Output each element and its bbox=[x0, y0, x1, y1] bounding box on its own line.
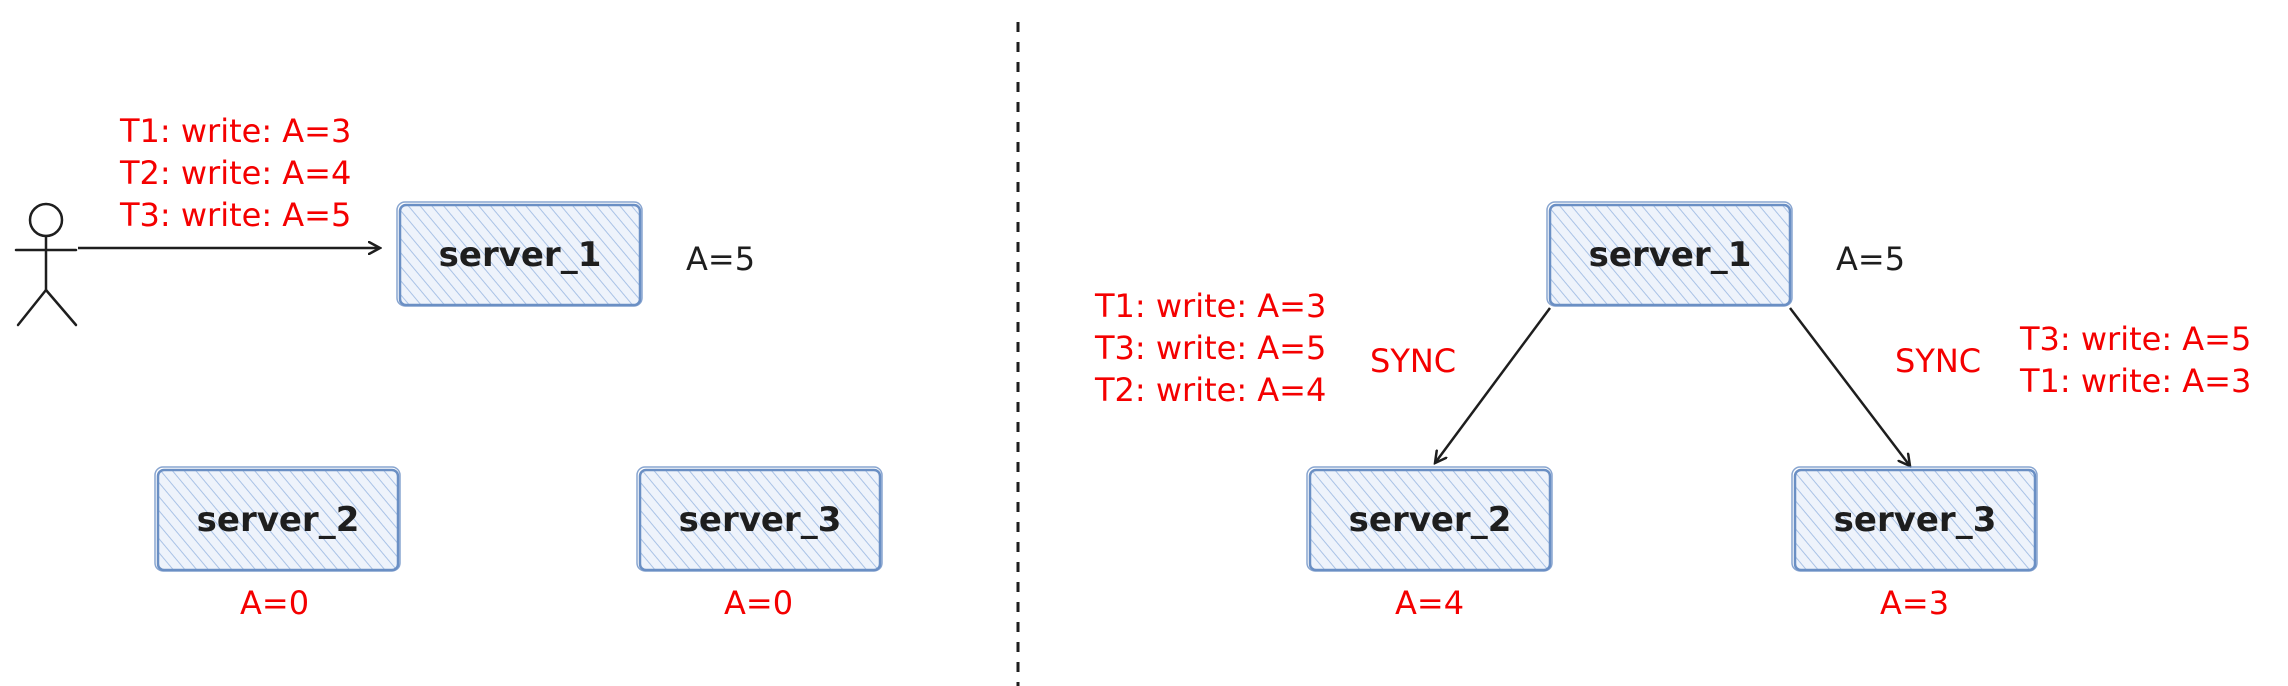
right-server-3-value: A=3 bbox=[1880, 584, 1950, 622]
left-server-3-box bbox=[638, 468, 882, 572]
left-server-1-box bbox=[398, 203, 642, 307]
right-server-3: server_3 bbox=[1833, 500, 1997, 540]
sync-label-right: SYNC bbox=[1895, 342, 1982, 380]
sync-arrow-right bbox=[1789, 307, 1910, 466]
right-server-2-value: A=4 bbox=[1395, 584, 1465, 622]
left-write-1: T1: write: A=3 bbox=[120, 112, 352, 150]
right-server-1-box bbox=[1548, 203, 1792, 307]
right-server-1: server_1 bbox=[1588, 235, 1752, 275]
left-server-2-value: A=0 bbox=[240, 584, 310, 622]
left-write-2: T2: write: A=4 bbox=[120, 154, 352, 192]
left-server-3: server_3 bbox=[678, 500, 842, 540]
sync-arrow-left bbox=[1435, 307, 1552, 463]
left-server-1-value: A=5 bbox=[686, 240, 756, 278]
user-icon bbox=[14, 202, 78, 327]
server-3-log-2: T1: write: A=3 bbox=[2020, 362, 2252, 400]
server-2-log-1: T1: write: A=3 bbox=[1095, 287, 1327, 325]
left-server-2: server_2 bbox=[196, 500, 360, 540]
left-write-3: T3: write: A=5 bbox=[120, 196, 352, 234]
server-2-log-3: T2: write: A=4 bbox=[1095, 371, 1327, 409]
left-server-2-box bbox=[156, 468, 400, 572]
right-server-2-box bbox=[1308, 468, 1552, 572]
left-server-1: server_1 bbox=[438, 235, 602, 275]
left-server-3-value: A=0 bbox=[724, 584, 794, 622]
sync-label-left: SYNC bbox=[1370, 342, 1457, 380]
server-2-log-2: T3: write: A=5 bbox=[1095, 329, 1327, 367]
right-server-1-value: A=5 bbox=[1836, 240, 1906, 278]
right-server-3-box bbox=[1793, 468, 2037, 572]
right-server-2: server_2 bbox=[1348, 500, 1512, 540]
server-3-log-1: T3: write: A=5 bbox=[2020, 320, 2252, 358]
